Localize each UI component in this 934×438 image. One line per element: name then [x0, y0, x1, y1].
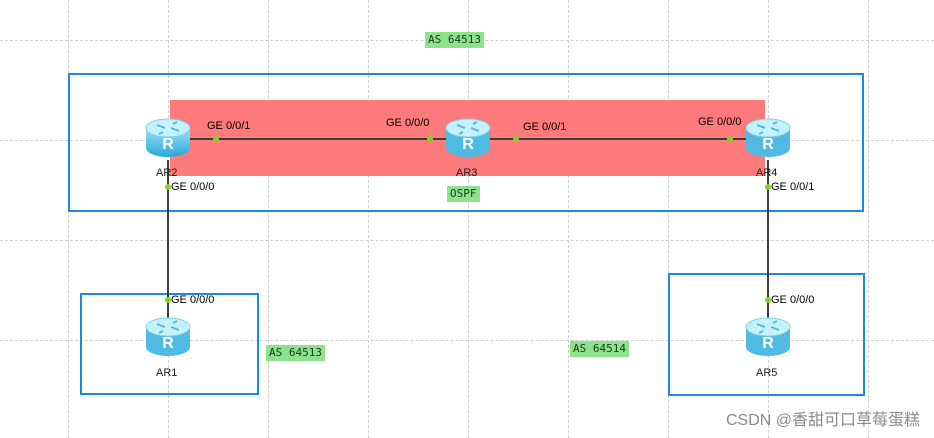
router-label-ar2: AR2 [156, 167, 178, 179]
as-box-ar5[interactable] [668, 273, 865, 396]
as-tag-left[interactable]: AS 64513 [266, 345, 325, 361]
port-label-ar3-g001: GE 0/0/1 [523, 121, 567, 133]
port-dot[interactable] [727, 136, 733, 142]
port-label-ar2-g000: GE 0/0/0 [171, 181, 215, 193]
router-label-ar1: AR1 [156, 367, 178, 379]
router-label-ar3: AR3 [456, 167, 478, 179]
grid-line [568, 0, 569, 438]
link-ar3-ar4[interactable] [490, 138, 746, 140]
router-icon[interactable]: R [144, 315, 192, 359]
as-box-ar1[interactable] [80, 293, 259, 395]
port-dot[interactable] [213, 136, 219, 142]
grid-line [0, 340, 934, 341]
svg-text:R: R [762, 136, 774, 153]
grid-line [268, 0, 269, 438]
port-label-ar2-g001: GE 0/0/1 [207, 120, 251, 132]
port-dot[interactable] [165, 184, 171, 190]
router-icon[interactable]: R [144, 116, 192, 160]
router-label-ar5: AR5 [756, 367, 778, 379]
port-label-ar3-g000: GE 0/0/0 [386, 117, 430, 129]
port-dot[interactable] [427, 136, 433, 142]
svg-text:R: R [762, 335, 774, 352]
as-tag-right[interactable]: AS 64514 [570, 341, 629, 357]
grid-line [468, 0, 469, 438]
as-tag-top[interactable]: AS 64513 [425, 32, 484, 48]
port-label-ar1-g000: GE 0/0/0 [171, 294, 215, 306]
grid-line [68, 0, 69, 438]
grid-line [868, 0, 869, 438]
grid-line [668, 0, 669, 438]
router-icon[interactable]: R [744, 315, 792, 359]
port-dot[interactable] [765, 184, 771, 190]
watermark: CSDN @香甜可口草莓蛋糕 [725, 412, 920, 429]
grid-line [0, 240, 934, 241]
port-dot[interactable] [165, 297, 171, 303]
svg-text:R: R [162, 136, 174, 153]
link-ar4-ar5[interactable] [767, 160, 769, 318]
link-ar2-ar3[interactable] [188, 138, 446, 140]
port-label-ar5-g000: GE 0/0/0 [771, 294, 815, 306]
port-label-ar4-g000: GE 0/0/0 [698, 116, 742, 128]
ospf-tag[interactable]: OSPF [447, 186, 480, 202]
router-icon[interactable]: R [444, 116, 492, 160]
port-dot[interactable] [513, 136, 519, 142]
svg-text:R: R [162, 335, 174, 352]
link-ar2-ar1[interactable] [167, 160, 169, 318]
router-label-ar4: AR4 [756, 167, 778, 179]
grid-line [368, 0, 369, 438]
port-dot[interactable] [765, 297, 771, 303]
router-icon[interactable]: R [744, 116, 792, 160]
port-label-ar4-g001: GE 0/0/1 [771, 181, 815, 193]
as-box-main[interactable] [68, 73, 864, 212]
svg-text:R: R [462, 136, 474, 153]
